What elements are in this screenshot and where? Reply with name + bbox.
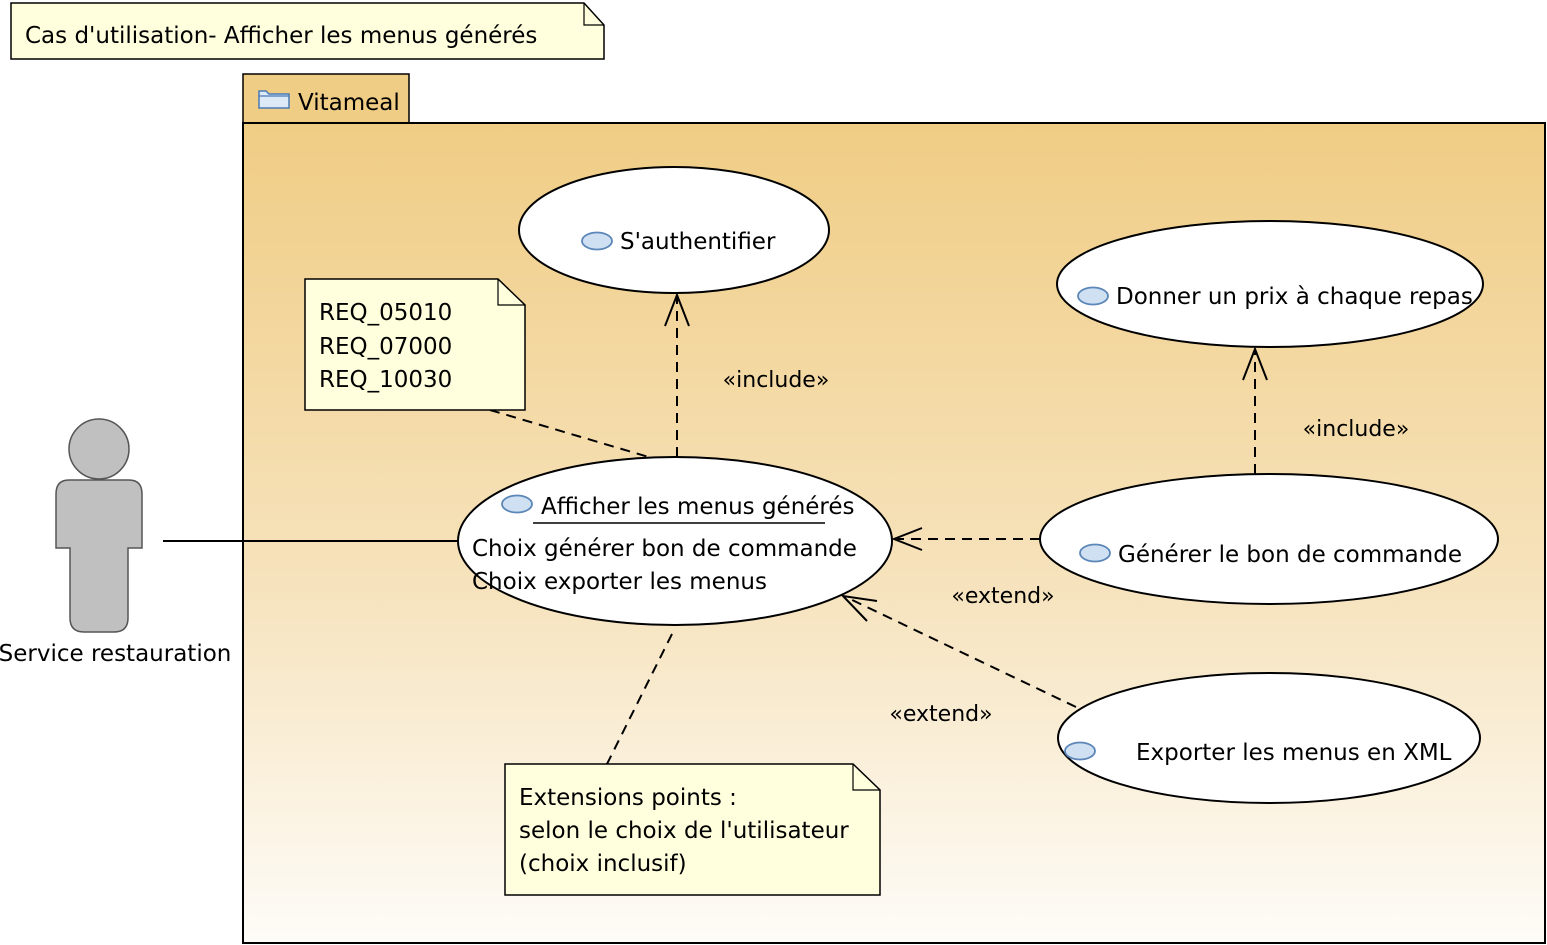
- include-auth-label: «include»: [723, 368, 830, 393]
- usecase-authentifier[interactable]: S'authentifier: [518, 166, 830, 294]
- note-ext-line-1: Extensions points :: [519, 785, 737, 811]
- package-name: Vitameal: [298, 90, 400, 116]
- note-ext-anchor[interactable]: [606, 633, 673, 765]
- note-ext-line-2: selon le choix de l'utilisateur: [519, 818, 849, 844]
- usecase-afficher-label: Afficher les menus générés: [541, 494, 855, 520]
- note-extensions[interactable]: Extensions points : selon le choix de l'…: [504, 763, 881, 896]
- usecase-exporter-label: Exporter les menus en XML: [1136, 740, 1452, 766]
- extend-exporter-line[interactable]: [847, 597, 1077, 708]
- usecase-exporter[interactable]: Exporter les menus en XML: [1057, 672, 1481, 804]
- extension-point-generer: Choix générer bon de commande: [472, 536, 857, 562]
- extension-point-exporter: Choix exporter les menus: [472, 569, 767, 595]
- usecase-authentifier-label: S'authentifier: [620, 229, 776, 255]
- note-ext-line-3: (choix inclusif): [519, 851, 687, 877]
- note-req-line-3: REQ_10030: [319, 367, 452, 393]
- usecase-icon: [1077, 286, 1109, 306]
- note-req-line-2: REQ_07000: [319, 334, 452, 360]
- usecase-generer-label: Générer le bon de commande: [1118, 542, 1462, 568]
- usecase-afficher[interactable]: Afficher les menus générés Choix générer…: [457, 456, 893, 626]
- note-req-line-1: REQ_05010: [319, 300, 452, 326]
- title-note-text: Cas d'utilisation- Afficher les menus gé…: [25, 23, 537, 49]
- note-req-anchor[interactable]: [489, 409, 653, 459]
- note-requirements[interactable]: REQ_05010 REQ_07000 REQ_10030: [304, 278, 526, 411]
- extend-generer-label: «extend»: [951, 584, 1054, 609]
- include-prix-label: «include»: [1303, 417, 1410, 442]
- include-auth-arrowhead: [664, 292, 690, 327]
- extend-exporter-label: «extend»: [889, 702, 992, 727]
- title-note[interactable]: Cas d'utilisation- Afficher les menus gé…: [10, 2, 605, 60]
- usecase-icon: [581, 231, 613, 251]
- actor-name: Service restauration: [0, 641, 231, 667]
- usecase-generer[interactable]: Générer le bon de commande: [1039, 473, 1499, 605]
- extend-generer-arrowhead: [891, 527, 923, 551]
- folder-icon: [258, 90, 290, 109]
- actor-service-restauration[interactable]: Service restauration: [0, 418, 231, 667]
- include-prix-arrowhead: [1242, 346, 1268, 381]
- extend-exporter-arrowhead: [840, 594, 878, 622]
- usecase-prix[interactable]: Donner un prix à chaque repas: [1056, 220, 1484, 348]
- usecase-icon: [501, 494, 533, 514]
- usecase-prix-label: Donner un prix à chaque repas: [1116, 284, 1473, 310]
- usecase-icon: [1064, 741, 1096, 761]
- actor-icon: [55, 418, 143, 633]
- usecase-icon: [1079, 543, 1111, 563]
